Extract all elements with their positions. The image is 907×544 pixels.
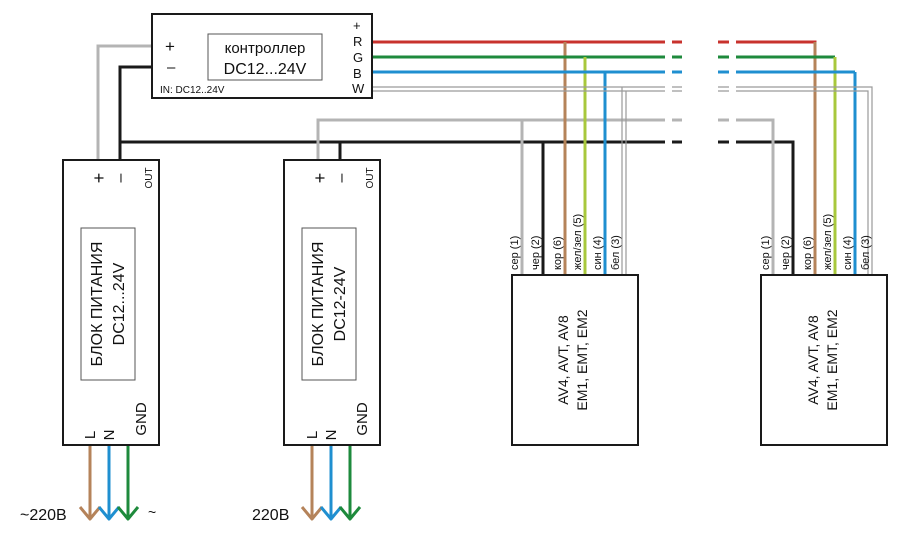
device2-wire-label-4: жел/зел (5) xyxy=(822,214,834,270)
psu1-n: N xyxy=(101,430,118,441)
arrow-psu1-n xyxy=(97,506,121,521)
device2-wire-label-6: бел (3) xyxy=(860,235,872,270)
psu2-n: N xyxy=(323,430,340,441)
mains-arrows xyxy=(78,506,362,521)
wire-controller-minus xyxy=(118,65,152,160)
psu2-out: OUT xyxy=(365,167,376,188)
controller-out-w: W xyxy=(352,81,365,96)
psu2-title-1: БЛОК ПИТАНИЯ xyxy=(310,242,327,367)
psu2-l: L xyxy=(304,431,321,439)
wires xyxy=(88,40,873,517)
wire-white-drop1 xyxy=(621,87,627,275)
wire-common-gray-right xyxy=(736,118,775,275)
psu1-l: L xyxy=(82,431,99,439)
controller-out-r: R xyxy=(353,34,362,49)
device1-wire-label-1: сер (1) xyxy=(509,236,521,270)
psu2-gnd: GND xyxy=(354,402,371,436)
device1-wire-label-6: бел (3) xyxy=(610,235,622,270)
supply-left-tilde: ~ xyxy=(148,504,156,520)
device2-wire-label-3: кор (6) xyxy=(802,236,814,270)
supply-right-label: 220В xyxy=(252,507,289,524)
device2-box xyxy=(760,274,888,446)
device2-line1: AV4, AVT, AV8 xyxy=(805,315,821,405)
controller-title-1: контроллер xyxy=(225,40,306,57)
psu1-title-2: DC12...24V xyxy=(111,262,128,345)
supply-left-label: ~220В xyxy=(20,507,67,524)
device-2: AV4, AVT, AV8 EM1, EMT, EM2 сер (1) чер … xyxy=(760,214,888,446)
controller-out-g: G xyxy=(353,50,363,65)
wire-white xyxy=(372,86,873,275)
device2-line2: EM1, EMT, EM2 xyxy=(824,309,840,410)
controller-label-frame xyxy=(207,33,323,81)
device1-wire-label-4: жел/зел (5) xyxy=(572,214,584,270)
device1-wire-label-2: чер (2) xyxy=(530,236,542,270)
wire-controller-plus xyxy=(96,44,152,160)
psu1-plus: + xyxy=(89,173,109,184)
arrow-psu2-n xyxy=(319,506,343,521)
psu1-out: OUT xyxy=(144,167,155,188)
wire-red xyxy=(372,40,817,275)
device1-line1: AV4, AVT, AV8 xyxy=(555,315,571,405)
psu1-gnd: GND xyxy=(133,402,150,436)
controller-title-2: DC12...24V xyxy=(224,61,307,78)
psu1-minus: – xyxy=(112,173,129,182)
psu2-label-frame xyxy=(301,227,357,381)
device1-box xyxy=(511,274,639,446)
device2-wire-label-1: сер (1) xyxy=(760,236,772,270)
arrow-psu1-gnd xyxy=(116,506,140,521)
psu1-label-frame xyxy=(80,227,136,381)
psu1-title-1: БЛОК ПИТАНИЯ xyxy=(89,242,106,367)
psu2-minus: – xyxy=(333,173,350,182)
device1-wire-label-5: син (4) xyxy=(592,236,604,270)
controller-out-plus: + xyxy=(353,18,361,33)
controller-input-label: IN: DC12..24V xyxy=(160,85,225,96)
wire-common-gray xyxy=(316,118,665,160)
supply-labels: ~220В ~ 220В xyxy=(20,504,289,524)
device1-wire-label-3: кор (6) xyxy=(552,236,564,270)
controller-minus-label: – xyxy=(167,59,176,76)
power-supply-2: + – OUT БЛОК ПИТАНИЯ DC12-24V L N GND xyxy=(283,159,381,446)
arrow-psu1-l xyxy=(78,506,102,521)
controller-out-b: B xyxy=(353,66,362,81)
device-1: AV4, AVT, AV8 EM1, EMT, EM2 сер (1) чер … xyxy=(509,214,639,446)
controller: контроллер DC12...24V + – IN: DC12..24V … xyxy=(151,13,373,99)
psu2-plus: + xyxy=(310,173,330,184)
controller-plus-label: + xyxy=(165,37,175,56)
arrow-psu2-l xyxy=(300,506,324,521)
power-supply-1: + – OUT БЛОК ПИТАНИЯ DC12...24V L N GND xyxy=(62,159,160,446)
psu2-title-2: DC12-24V xyxy=(332,266,349,341)
wire-common-black-right xyxy=(736,140,795,275)
device2-wire-label-5: син (4) xyxy=(842,236,854,270)
device1-line2: EM1, EMT, EM2 xyxy=(574,309,590,410)
device2-wire-label-2: чер (2) xyxy=(780,236,792,270)
arrow-psu2-gnd xyxy=(338,506,362,521)
